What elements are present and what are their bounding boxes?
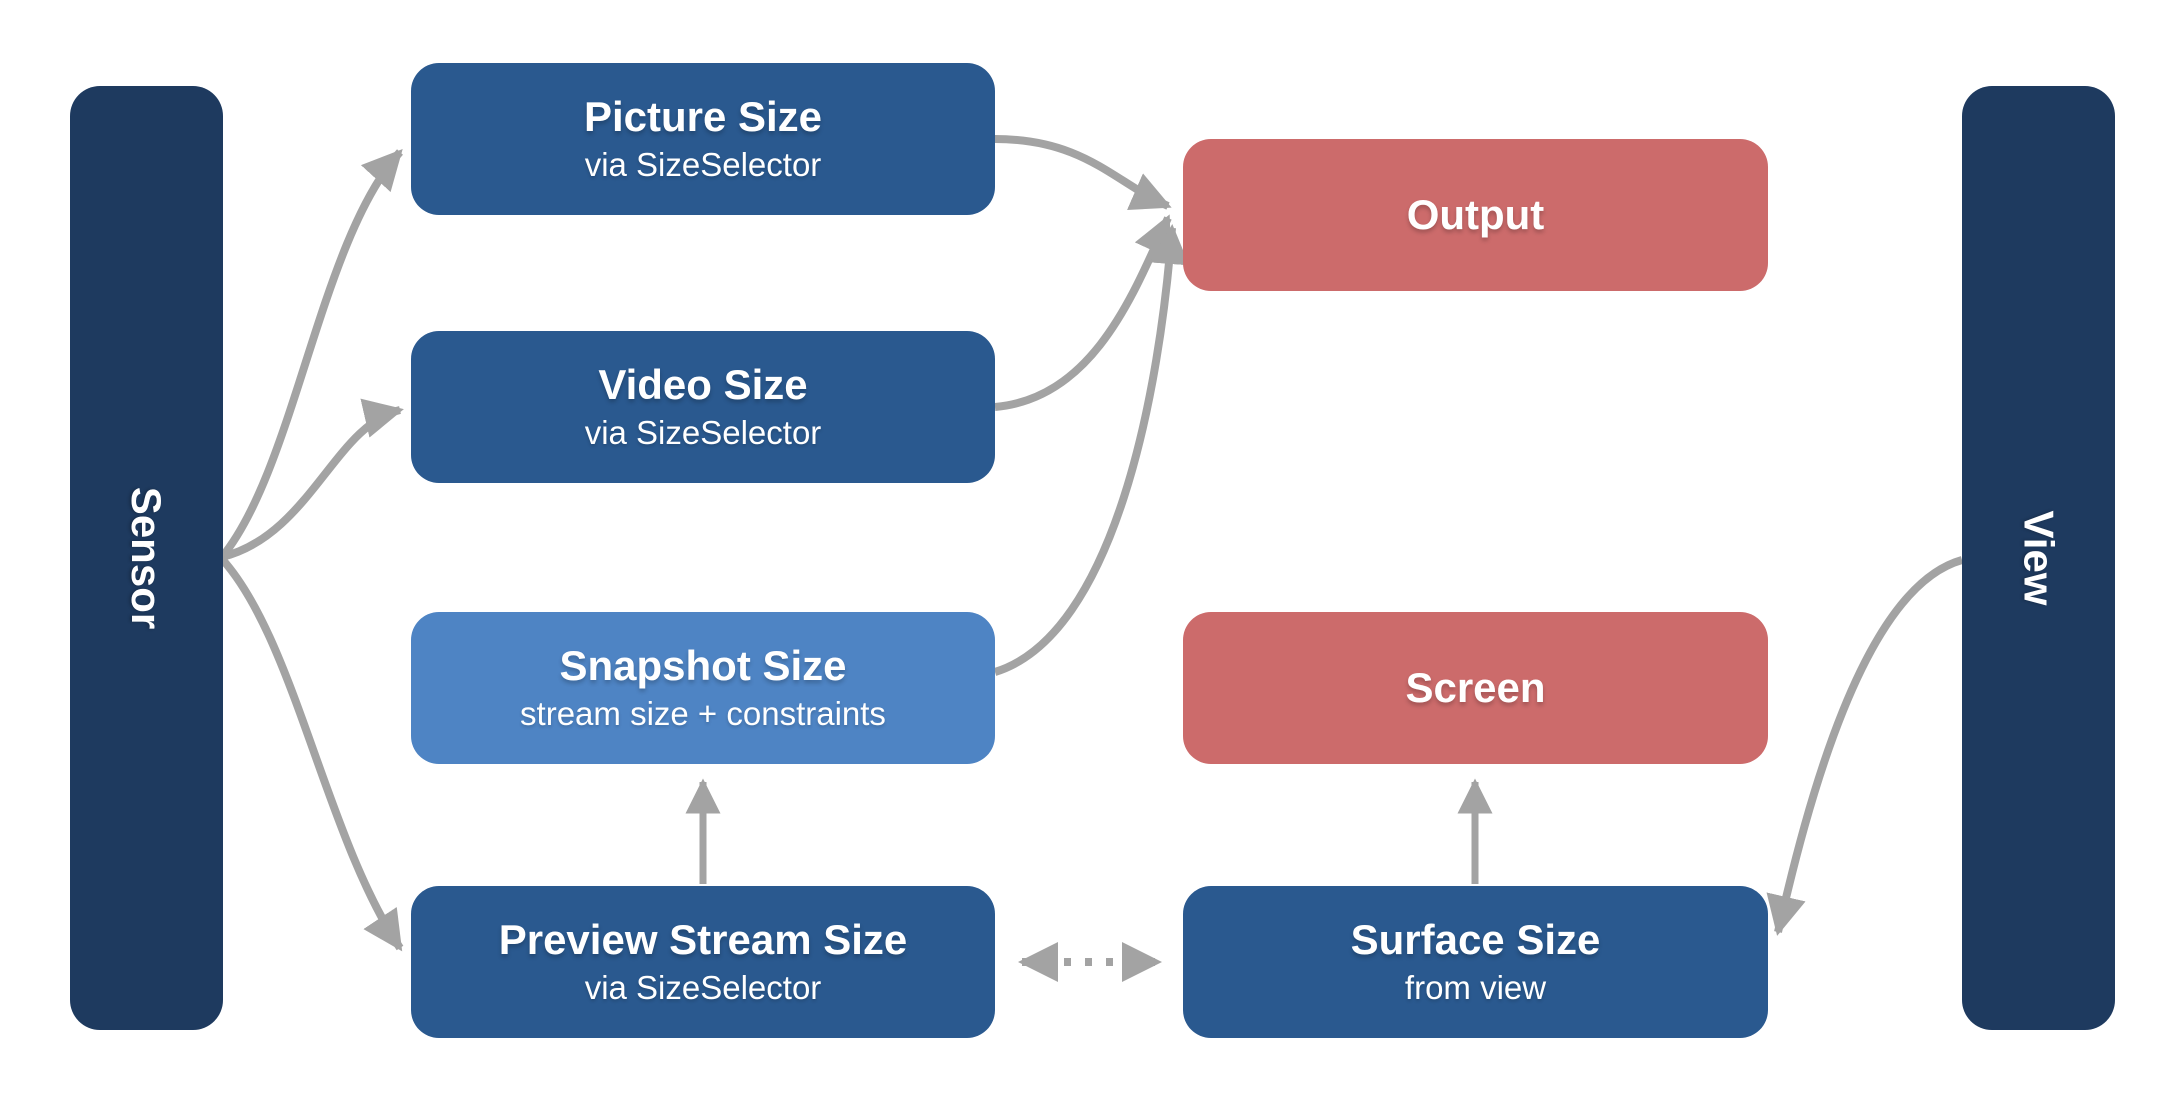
view-bar-label: View [2015,510,2063,606]
sensor-bar: Sensor [70,86,223,1030]
node-title: Preview Stream Size [498,916,908,964]
edge-picture-to-output [994,135,1172,210]
node-subtitle: via SizeSelector [584,145,822,183]
node-picture-size: Picture Size via SizeSelector [411,63,995,215]
node-subtitle: from view [1404,968,1547,1006]
node-subtitle: via SizeSelector [584,413,822,451]
node-title: Video Size [598,361,808,409]
node-title: Snapshot Size [559,642,847,690]
node-surface-size: Surface Size from view [1183,886,1768,1038]
edge-sensor-to-picture [218,149,403,560]
node-subtitle: via SizeSelector [584,968,822,1006]
node-preview-stream-size: Preview Stream Size via SizeSelector [411,886,995,1038]
view-bar: View [1962,86,2115,1030]
node-subtitle: stream size + constraints [520,694,886,732]
node-title: Picture Size [583,93,823,141]
node-output: Output [1183,139,1768,291]
edge-sensor-to-video [221,398,404,561]
node-video-size: Video Size via SizeSelector [411,331,995,483]
sensor-bar-label: Sensor [123,486,171,630]
node-title: Output [1406,190,1545,238]
node-screen: Screen [1183,612,1768,764]
edge-sensor-to-preview [219,556,404,952]
node-title: Surface Size [1350,916,1601,964]
node-snapshot-size: Snapshot Size stream size + constraints [411,612,995,764]
edge-snapshot-to-output [993,224,1190,676]
edge-video-to-output [994,214,1172,411]
edge-view-to-surface [1766,556,1964,936]
node-title: Screen [1405,663,1546,711]
